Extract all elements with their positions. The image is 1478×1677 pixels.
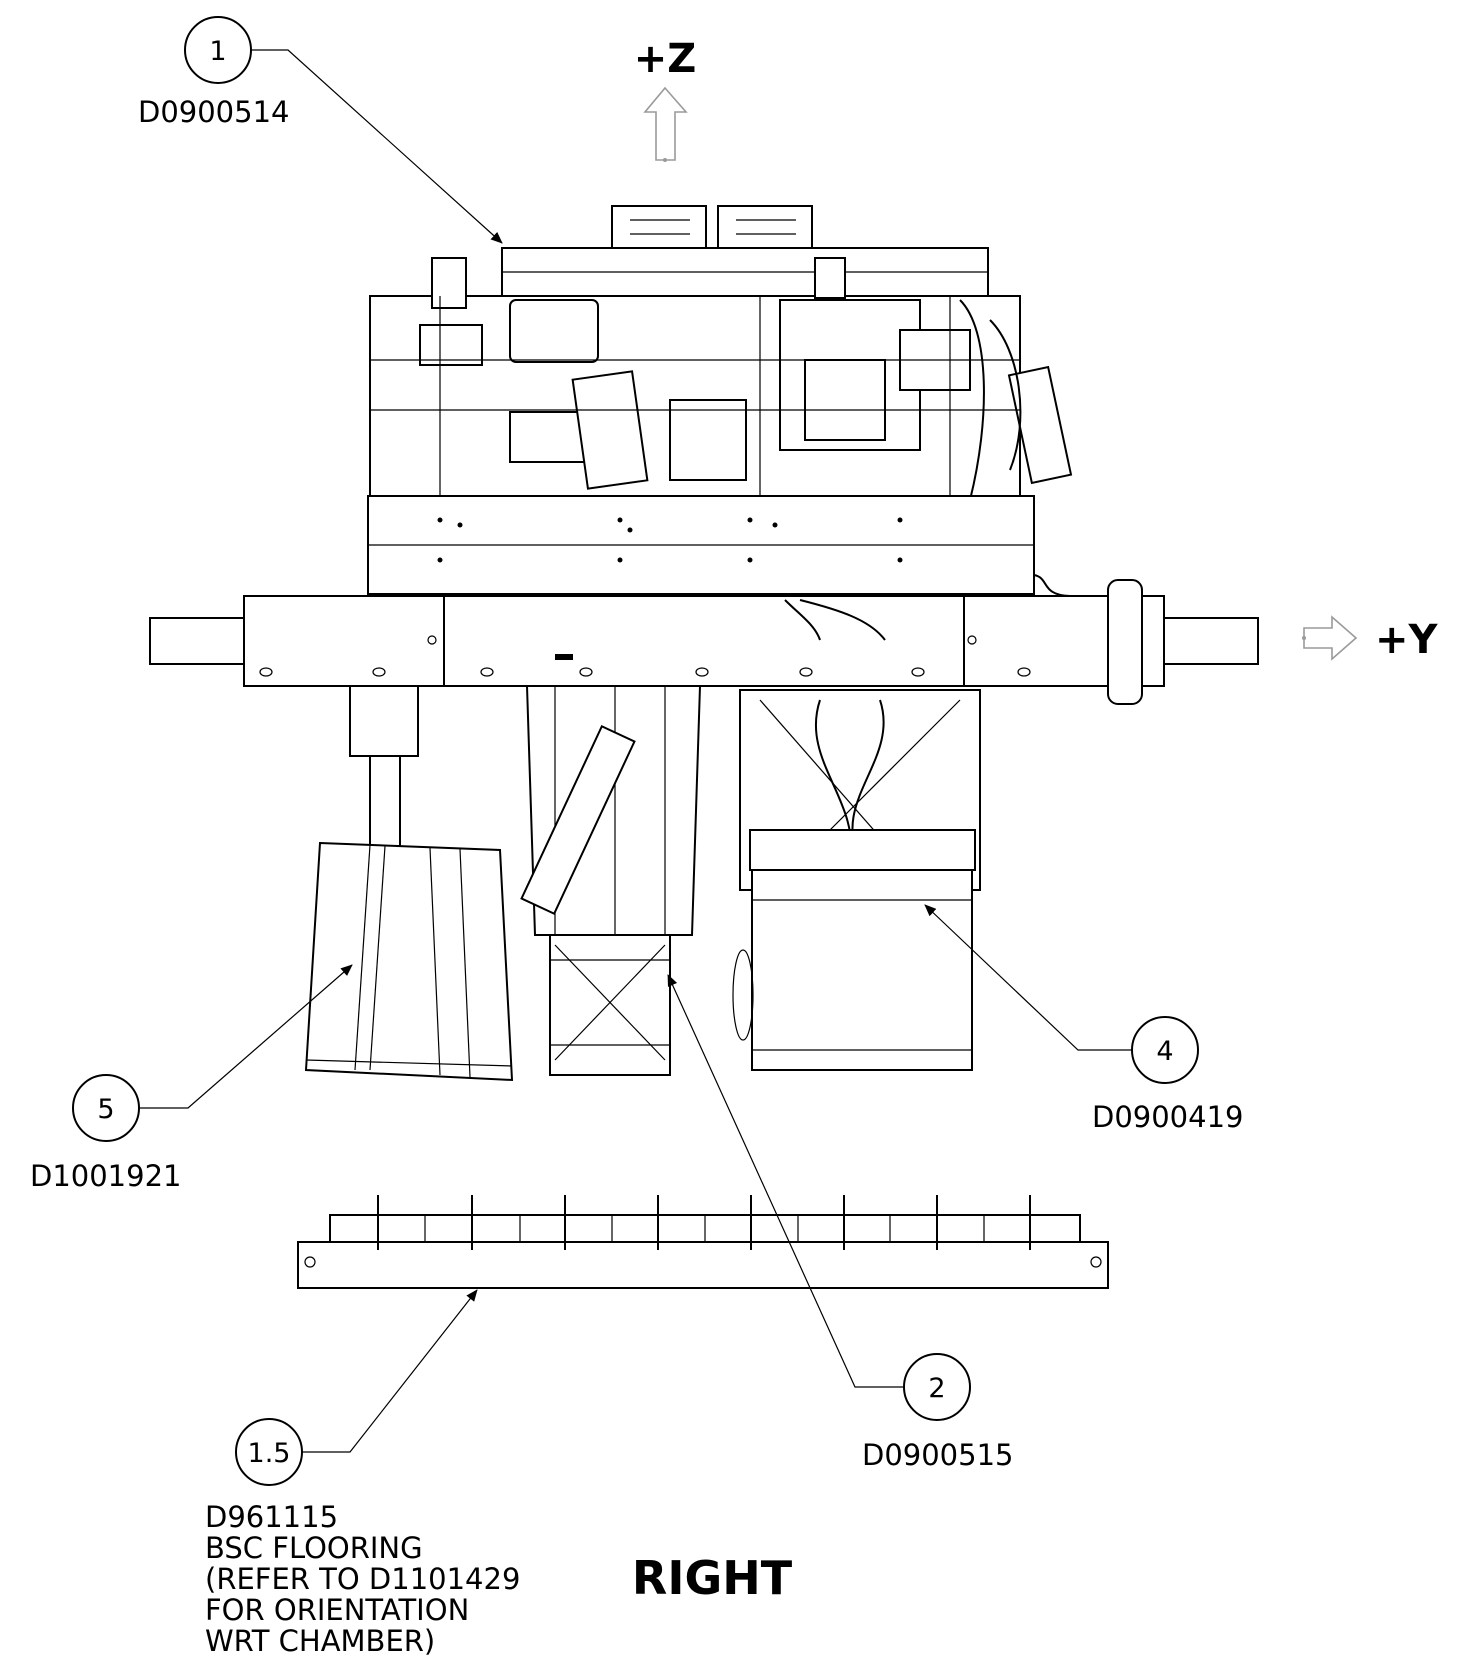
main-beam [149, 579, 1259, 705]
view-label: RIGHT [632, 1551, 793, 1605]
part-number: D0900419 [1092, 1100, 1244, 1134]
part-number: D1001921 [30, 1159, 182, 1193]
balloon-number: 1 [209, 36, 226, 67]
balloon-number: 1.5 [248, 1438, 291, 1469]
y-axis-label: +Y [1375, 617, 1439, 663]
z-axis-label: +Z [634, 36, 697, 82]
part-number: D0900515 [862, 1438, 1014, 1472]
note-line: BSC FLOORING [205, 1531, 423, 1565]
y-arrow-icon [1303, 615, 1358, 661]
part-number: D961115 [205, 1500, 338, 1534]
center-hanging-assembly [520, 685, 702, 1076]
left-hanging-assembly [304, 685, 514, 1082]
note-line: WRT CHAMBER) [205, 1624, 435, 1658]
right-hanging-assembly [732, 689, 981, 1071]
z-arrow-icon [643, 86, 688, 161]
note-line: (REFER TO D1101429 [205, 1562, 520, 1596]
z-axis-indicator: +Z [634, 36, 697, 162]
balloon-number: 4 [1156, 1036, 1173, 1067]
bsc-flooring [297, 1195, 1109, 1289]
balloon-number: 5 [97, 1094, 114, 1125]
callout-4: 4 D0900419 [924, 904, 1244, 1134]
callout-2: 2 D0900515 [667, 974, 1014, 1472]
upper-assembly [367, 205, 1073, 597]
callout-1: 1 D0900514 [138, 16, 503, 244]
part-number: D0900514 [138, 95, 290, 129]
callout-1-5: 1.5 D961115 BSC FLOORING (REFER TO D1101… [205, 1289, 520, 1658]
callout-5: 5 D1001921 [30, 964, 353, 1193]
y-axis-indicator: +Y [1302, 615, 1439, 663]
balloon-number: 2 [928, 1373, 945, 1404]
note-line: FOR ORIENTATION [205, 1593, 469, 1627]
